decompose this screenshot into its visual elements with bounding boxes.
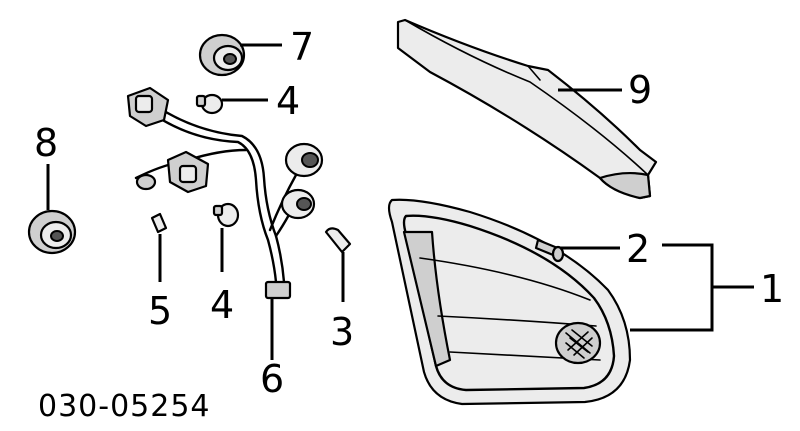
part-5-wedge-bulb [150, 212, 168, 234]
callout-2: 2 [626, 227, 650, 271]
callout-4-top: 4 [276, 79, 300, 123]
part-1-tail-lamp [387, 198, 632, 406]
diagram-code: 030-05254 [38, 389, 211, 424]
callout-labels: 9 7 4 8 2 1 5 4 3 6 [34, 25, 784, 401]
callout-8: 8 [34, 121, 58, 165]
part-7-grommet [198, 33, 246, 77]
callout-3: 3 [330, 310, 354, 354]
part-4-bulb-top [195, 93, 224, 115]
part-4-bulb-lower [212, 202, 240, 228]
part-9-garnish [396, 18, 658, 200]
part-3-wedge-bulb [324, 227, 352, 254]
part-2-screw [534, 238, 565, 263]
callout-9: 9 [628, 68, 652, 112]
callout-1: 1 [760, 267, 784, 311]
leader-lines [46, 43, 754, 360]
part-8-grommet [27, 209, 77, 255]
callout-4-lower: 4 [210, 283, 234, 327]
callout-6: 6 [260, 357, 284, 401]
callout-5: 5 [148, 289, 172, 333]
callout-7: 7 [290, 25, 314, 69]
part-6-wiring-harness [126, 86, 324, 300]
